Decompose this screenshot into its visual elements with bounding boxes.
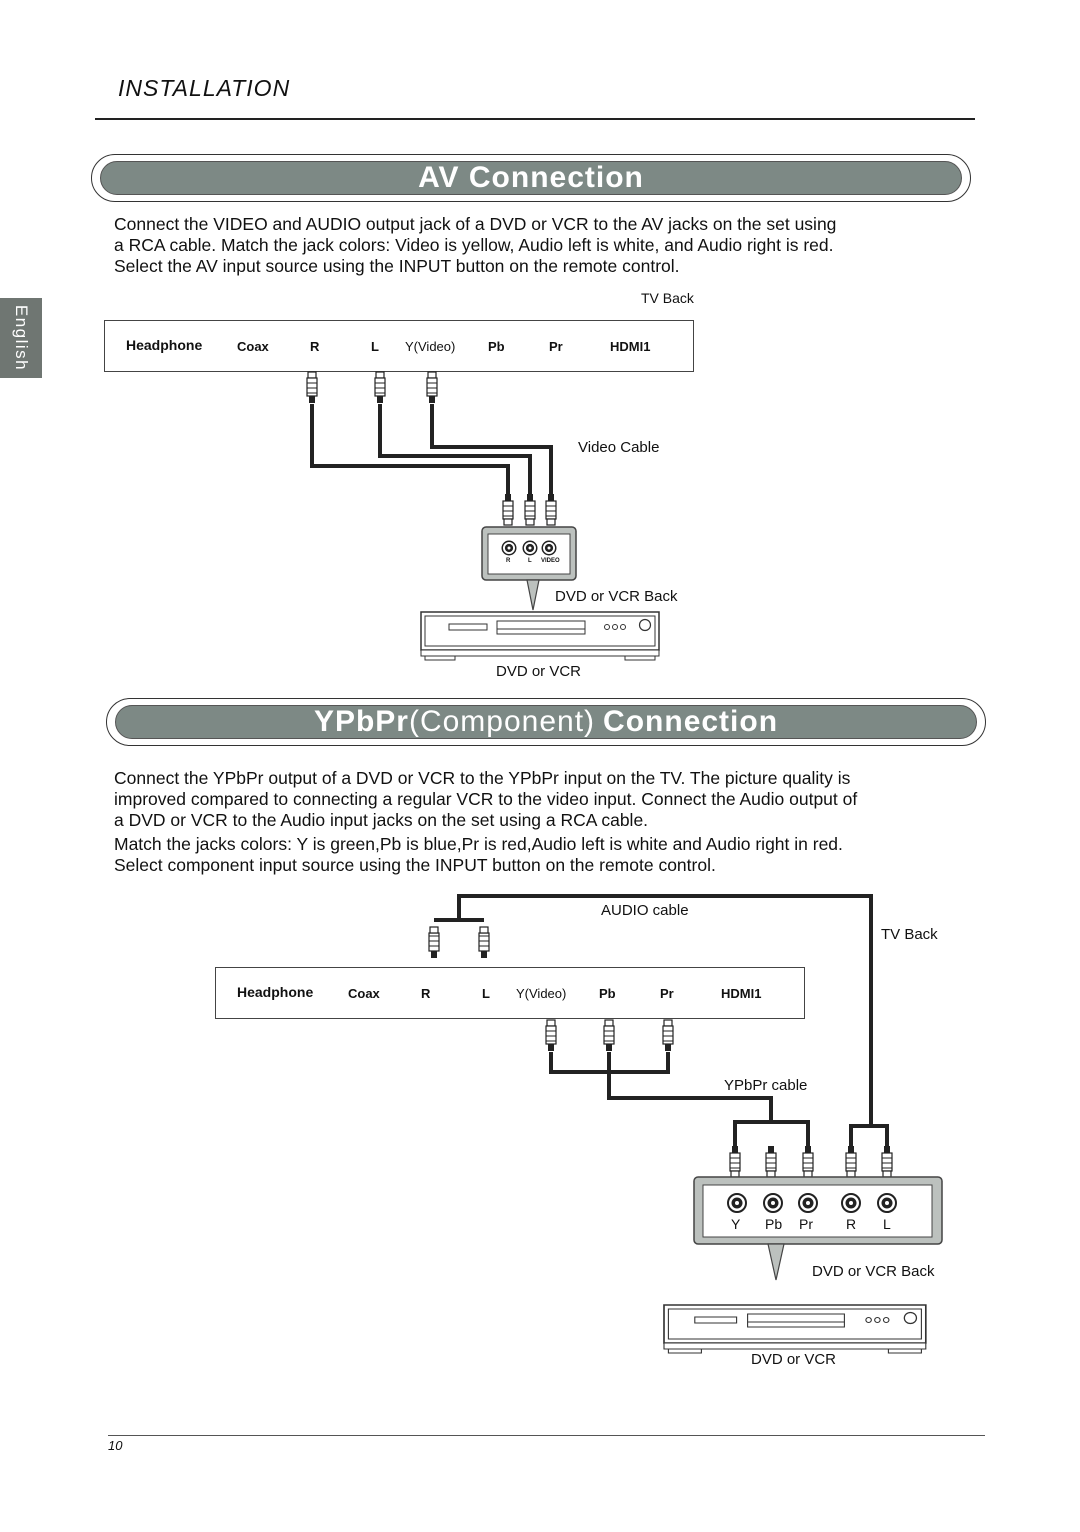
ypbpr-cable-label: YPbPr cable: [724, 1077, 808, 1094]
ypbpr-device-jack-pb: Pb: [765, 1216, 783, 1232]
ypbpr-title-light: (Component): [408, 705, 596, 738]
ypbpr-device-jack-pr: Pr: [799, 1216, 813, 1232]
av-jack-r: R: [310, 339, 320, 354]
ypbpr-jack-coax: Coax: [348, 986, 380, 1001]
ypbpr-audio-cable-label: AUDIO cable: [601, 902, 689, 919]
av-jack-pb: Pb: [488, 339, 505, 354]
av-jack-pr: Pr: [549, 339, 563, 354]
av-jack-headphone: Headphone: [126, 337, 203, 353]
ypbpr-device-jack-l: L: [883, 1216, 891, 1232]
av-jack-l: L: [371, 339, 379, 354]
ypbpr-jack-pb: Pb: [599, 986, 616, 1001]
page-number: 10: [108, 1438, 123, 1453]
footer-rule: [108, 1435, 985, 1436]
av-line-2: a RCA cable. Match the jack colors: Vide…: [114, 235, 834, 255]
ypbpr-dvd-label: DVD or VCR: [751, 1351, 837, 1368]
ypbpr-title-bold: YPbPr: [313, 705, 409, 738]
header-rule: [95, 118, 975, 120]
ypbpr-line-4: Match the jacks colors: Y is green,Pb is…: [114, 834, 843, 854]
ypbpr-jack-yvideo: Y(Video): [516, 986, 567, 1001]
language-tab: English: [0, 298, 42, 378]
ypbpr-tv-panel: Headphone Coax R L Y(Video) Pb Pr HDMI1: [215, 967, 805, 1019]
av-title: AV Connection: [418, 161, 644, 194]
av-device-jack-r: R: [506, 558, 511, 564]
ypbpr-line-2: improved compared to connecting a regula…: [114, 789, 858, 809]
av-tv-back-label: TV Back: [641, 290, 694, 306]
ypbpr-dvd-back-label: DVD or VCR Back: [812, 1263, 935, 1280]
ypbpr-device-jack-y: Y: [731, 1216, 741, 1232]
av-jack-hdmi1: HDMI1: [610, 339, 651, 354]
ypbpr-jack-headphone: Headphone: [237, 984, 314, 1000]
ypbpr-line-1: Connect the YPbPr output of a DVD or VCR…: [114, 768, 851, 788]
av-device-jack-video: VIDEO: [541, 558, 560, 564]
av-video-cable-label: Video Cable: [578, 439, 660, 456]
section-heading: INSTALLATION: [118, 75, 291, 101]
ypbpr-title-rest: Connection: [603, 705, 779, 738]
ypbpr-jack-r: R: [421, 986, 431, 1001]
av-dvd-label: DVD or VCR: [496, 663, 582, 680]
ypbpr-jack-pr: Pr: [660, 986, 674, 1001]
ypbpr-instructions: Connect the YPbPr output of a DVD or VCR…: [114, 768, 994, 876]
ypbpr-banner: YPbPr (Component) Connection: [106, 698, 986, 746]
ypbpr-tv-back-label: TV Back: [881, 926, 938, 943]
ypbpr-jack-hdmi1: HDMI1: [721, 986, 762, 1001]
av-device-jack-l: L: [528, 558, 532, 564]
av-jack-yvideo: Y(Video): [405, 339, 456, 354]
av-line-3: Select the AV input source using the INP…: [114, 256, 680, 276]
av-banner: AV Connection: [91, 154, 971, 202]
ypbpr-device-jack-r: R: [846, 1216, 857, 1232]
av-banner-fill: AV Connection: [100, 161, 962, 195]
av-line-1: Connect the VIDEO and AUDIO output jack …: [114, 214, 837, 234]
ypbpr-line-5: Select component input source using the …: [114, 855, 716, 875]
av-dvd-back-label: DVD or VCR Back: [555, 588, 678, 605]
ypbpr-jack-l: L: [482, 986, 490, 1001]
av-tv-panel: Headphone Coax R L Y(Video) Pb Pr HDMI1: [104, 320, 694, 372]
ypbpr-banner-fill: YPbPr (Component) Connection: [115, 705, 977, 739]
av-instructions: Connect the VIDEO and AUDIO output jack …: [114, 214, 974, 277]
ypbpr-line-3: a DVD or VCR to the Audio input jacks on…: [114, 810, 649, 830]
av-jack-coax: Coax: [237, 339, 269, 354]
